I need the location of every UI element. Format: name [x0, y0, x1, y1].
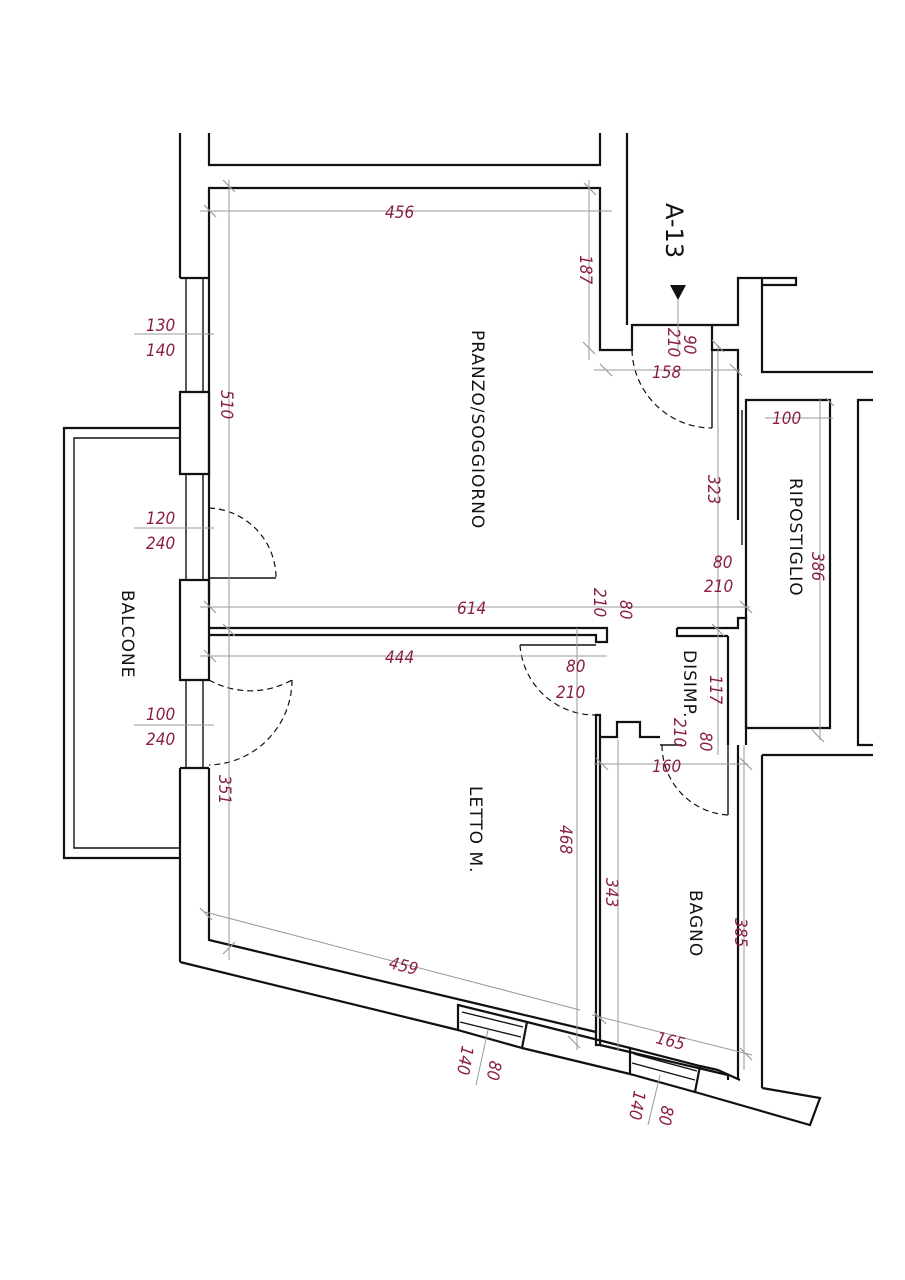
room-label-living: PRANZO/SOGGIORNO	[467, 330, 487, 529]
room-label-bath: BAGNO	[685, 890, 705, 957]
dimension-labels: 456 187 210 90 158 510 100 323 386 80 21…	[146, 203, 827, 1127]
dim-entry-wall: 187	[575, 255, 595, 284]
dim-win3-w: 100	[146, 705, 175, 725]
dim-win2-w: 120	[146, 509, 175, 529]
dimension-lines	[134, 180, 833, 1126]
dim-bath-door-h: 210	[669, 718, 689, 747]
dim-bath-bottom: 165	[654, 1028, 687, 1054]
dim-pass-door-h: 210	[589, 588, 609, 617]
dim-hall-door-w: 80	[713, 553, 732, 573]
dim-hall-door-h: 210	[704, 577, 733, 597]
room-label-hall: DISIMP.	[679, 650, 699, 719]
dim-entry-door-h: 210	[663, 328, 683, 357]
dim-entry-gap: 158	[652, 363, 681, 383]
dim-pass-door-w: 80	[615, 600, 635, 619]
dim-win4-w: 80	[482, 1059, 505, 1082]
dimension-ticks	[199, 179, 835, 1061]
doors	[208, 349, 729, 816]
dim-bath-width: 160	[652, 757, 681, 777]
dim-entry-door-w: 90	[679, 335, 699, 354]
entry-arrow-icon	[670, 285, 686, 300]
dim-bed-door-w: 80	[566, 657, 585, 677]
windows	[185, 278, 698, 1081]
dim-win2-h: 240	[146, 534, 175, 554]
dim-bed-bottom: 459	[387, 953, 420, 979]
room-label-balcony: BALCONE	[117, 590, 137, 678]
dim-win3-h: 240	[146, 730, 175, 750]
room-label-bedroom: LETTO M.	[465, 786, 485, 874]
unit-code: A-13	[660, 203, 688, 258]
dim-win5-h: 140	[624, 1089, 649, 1121]
dim-bed-door-h: 210	[556, 683, 585, 703]
dim-living-width: 456	[385, 203, 414, 223]
dim-hall-side: 323	[703, 475, 723, 504]
dim-living-depth: 510	[216, 390, 236, 419]
dim-win4-h: 140	[452, 1044, 477, 1076]
dim-win1-h: 140	[146, 341, 175, 361]
dim-bed-width: 444	[385, 648, 414, 668]
dim-bath-depth: 385	[730, 918, 750, 947]
dim-hall-depth: 117	[705, 675, 725, 704]
dim-bath-door-w: 80	[695, 732, 715, 751]
dim-storage-width: 100	[772, 409, 801, 429]
room-label-storage: RIPOSTIGLIO	[785, 478, 805, 597]
dim-win5-w: 80	[654, 1104, 677, 1127]
walls	[62, 133, 873, 1127]
dim-win1-w: 130	[146, 316, 175, 336]
dim-overall-width: 614	[457, 599, 486, 619]
dim-storage-depth: 386	[807, 552, 827, 581]
dim-bath-inner: 343	[601, 878, 621, 907]
dim-bed-inner: 468	[555, 825, 575, 854]
dim-bed-depth: 351	[214, 775, 234, 804]
